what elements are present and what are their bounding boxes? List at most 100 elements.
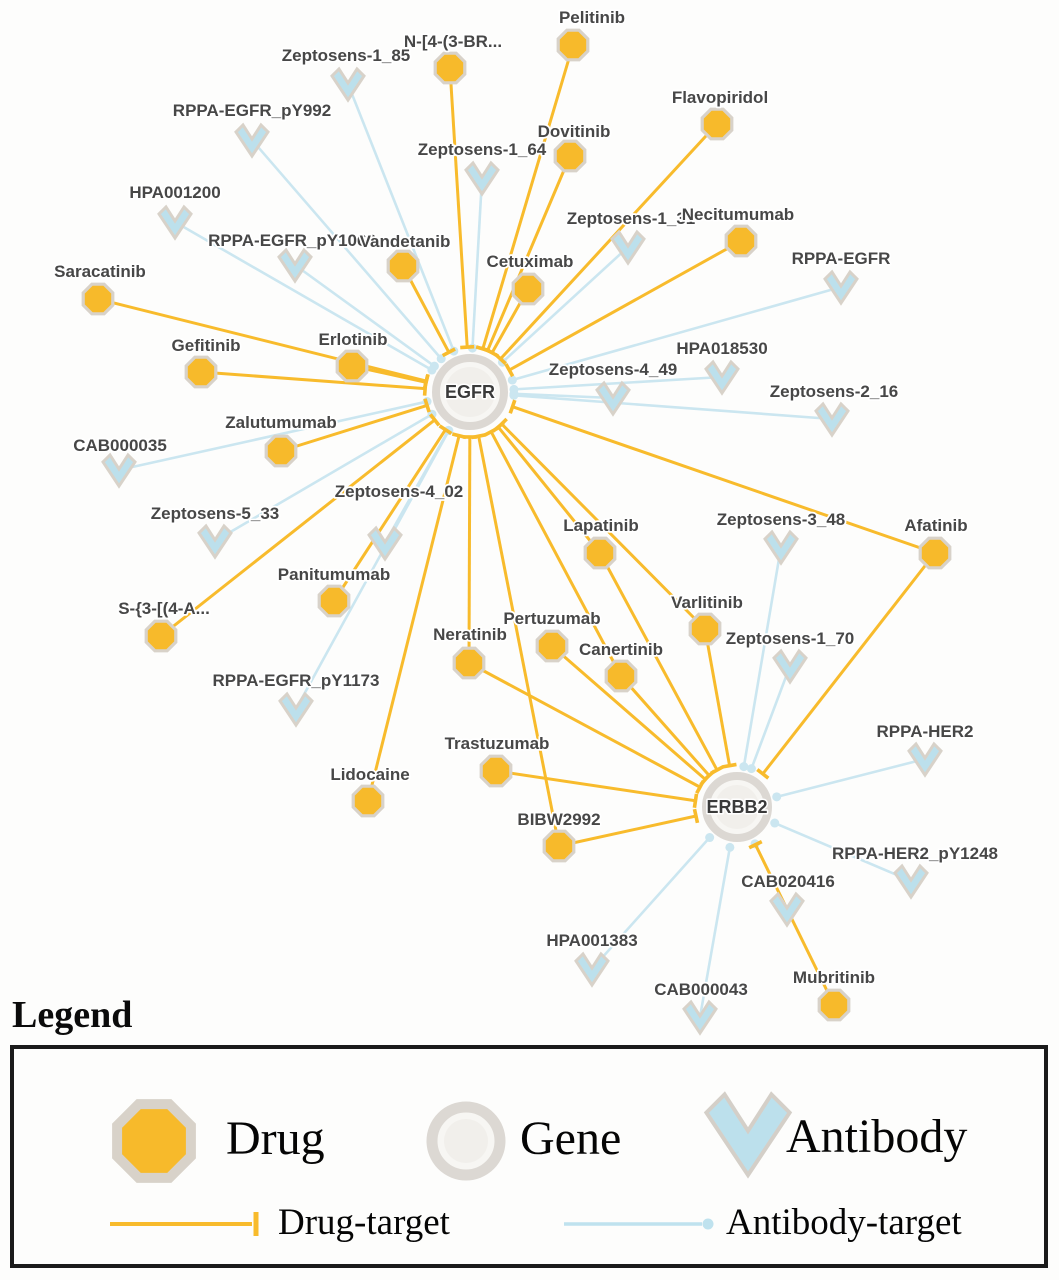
gene-legend-label: Gene — [520, 1112, 622, 1165]
drug-edge-trastuzumab-erbb2 — [495, 769, 699, 808]
drug-edge-s-3-4-a-egfr — [160, 413, 441, 638]
antibody-node-zeptosens-2-16[interactable] — [814, 401, 850, 438]
antibody-node-rppa-egfr-py1173[interactable] — [278, 691, 314, 728]
drug-node-label-panitumumab: Panitumumab — [278, 565, 390, 584]
antibody-node-label-cab020416: CAB020416 — [741, 872, 835, 891]
antibody-node-label-zeptosens-4-02: Zeptosens-4_02 — [335, 482, 464, 501]
drug-node-bibw2992[interactable] — [542, 829, 576, 863]
drug-edge-canertinib-egfr — [484, 426, 623, 677]
antibody-node-cab020416[interactable] — [769, 891, 805, 928]
antibody-node-zeptosens-1-70[interactable] — [772, 648, 808, 685]
drug-node-label-pelitinib: Pelitinib — [559, 8, 625, 27]
antibody-node-label-cab000035: CAB000035 — [73, 436, 167, 455]
drug-node-label-zalutumumab: Zalutumumab — [225, 413, 336, 432]
drug-edge-varlitinib-egfr — [495, 417, 707, 631]
drug-node-cetuximab[interactable] — [511, 272, 545, 306]
drug-node-label-canertinib: Canertinib — [579, 640, 663, 659]
antibody-legend-label: Antibody — [786, 1110, 968, 1163]
drug-node-mubritinib[interactable] — [817, 988, 851, 1022]
drug-node-panitumumab[interactable] — [317, 584, 351, 618]
drug-node-label-bibw2992: BIBW2992 — [517, 810, 600, 829]
gene-circle-icon — [426, 1101, 506, 1181]
antibody-edge-cab000043-erbb2 — [698, 842, 735, 1018]
antibody-node-zeptosens-3-48[interactable] — [763, 529, 799, 566]
drug-node-flavopiridol[interactable] — [700, 107, 734, 141]
drug-node-label-trastuzumab: Trastuzumab — [445, 734, 550, 753]
drug-node-label-pertuzumab: Pertuzumab — [503, 609, 600, 628]
drug-node-pelitinib[interactable] — [556, 28, 590, 62]
antibody-edge-zeptosens-3-48-erbb2 — [739, 546, 783, 772]
antibody-node-label-hpa001200: HPA001200 — [129, 183, 220, 202]
drug-node-afatinib[interactable] — [918, 536, 952, 570]
antibody-node-zeptosens-4-02[interactable] — [367, 525, 403, 562]
drug-node-label-gefitinib: Gefitinib — [172, 336, 241, 355]
antibody-node-rppa-her2[interactable] — [907, 741, 943, 778]
drug-node-lapatinib[interactable] — [583, 536, 617, 570]
drug-edge-bibw2992-erbb2 — [558, 808, 700, 848]
gene-node-erbb2[interactable] — [702, 772, 772, 842]
antibody-target-legend-label: Antibody-target — [726, 1202, 962, 1243]
antibody-node-zeptosens-1-64[interactable] — [464, 160, 500, 197]
antibody-target-edge-icon — [564, 1218, 714, 1230]
antibody-edge-zeptosens-1-64-egfr — [467, 177, 484, 353]
antibody-node-zeptosens-5-33[interactable] — [197, 523, 233, 560]
drug-node-gefitinib[interactable] — [184, 355, 218, 389]
drug-node-s-3-4-a[interactable] — [144, 619, 178, 653]
drug-node-necitumumab[interactable] — [724, 224, 758, 258]
drug-edge-afatinib-erbb2 — [756, 552, 937, 780]
drug-node-erlotinib[interactable] — [335, 349, 369, 383]
antibody-edge-zeptosens-1-70-erbb2 — [746, 665, 792, 774]
drug-node-zalutumumab[interactable] — [264, 434, 298, 468]
drug-node-n-4-3-br[interactable] — [433, 51, 467, 85]
drug-node-neratinib[interactable] — [452, 646, 486, 680]
antibody-node-cab000043[interactable] — [682, 999, 718, 1036]
antibody-node-label-rppa-her2-py1248: RPPA-HER2_pY1248 — [832, 844, 998, 863]
gene-node-label-erbb2: ERBB2 — [706, 797, 767, 817]
antibody-node-label-zeptosens-4-49: Zeptosens-4_49 — [549, 360, 678, 379]
antibody-edge-hpa001383-erbb2 — [591, 833, 715, 970]
drug-edge-mubritinib-erbb2 — [748, 840, 836, 1006]
edges-layer — [97, 44, 937, 1018]
antibody-node-zeptosens-1-31[interactable] — [610, 229, 646, 266]
antibody-node-hpa018530[interactable] — [704, 359, 740, 396]
drug-node-canertinib[interactable] — [604, 659, 638, 693]
antibody-node-zeptosens-1-85[interactable] — [330, 66, 366, 103]
drug-node-varlitinib[interactable] — [688, 612, 722, 646]
antibody-edge-rppa-her2-erbb2 — [772, 757, 926, 802]
antibody-node-label-zeptosens-2-16: Zeptosens-2_16 — [770, 382, 899, 401]
antibody-node-hpa001383[interactable] — [574, 951, 610, 988]
antibody-node-hpa001200[interactable] — [157, 204, 193, 241]
antibody-node-label-rppa-her2: RPPA-HER2 — [877, 722, 974, 741]
antibody-node-rppa-her2-py1248[interactable] — [893, 863, 929, 900]
antibody-node-label-rppa-egfr-py1068: RPPA-EGFR_pY1068 — [208, 231, 376, 250]
drug-node-lidocaine[interactable] — [351, 784, 385, 818]
antibody-node-rppa-egfr-py1068[interactable] — [277, 247, 313, 284]
antibody-node-label-rppa-egfr-py992: RPPA-EGFR_pY992 — [173, 101, 331, 120]
antibody-node-label-zeptosens-3-48: Zeptosens-3_48 — [717, 510, 846, 529]
drug-node-trastuzumab[interactable] — [479, 754, 513, 788]
drug-target-edge-icon — [110, 1212, 259, 1236]
antibody-node-label-rppa-egfr: RPPA-EGFR — [792, 249, 891, 268]
antibody-node-cab000035[interactable] — [101, 452, 137, 489]
drug-node-dovitinib[interactable] — [553, 139, 587, 173]
drug-node-pertuzumab[interactable] — [535, 629, 569, 663]
drug-edge-canertinib-erbb2 — [619, 675, 716, 782]
antibody-node-label-zeptosens-1-70: Zeptosens-1_70 — [726, 629, 855, 648]
antibody-chevron-icon — [703, 1091, 793, 1179]
antibody-node-label-zeptosens-1-64: Zeptosens-1_64 — [418, 140, 547, 159]
drug-node-vandetanib[interactable] — [386, 249, 420, 283]
drug-node-saracatinib[interactable] — [81, 282, 115, 316]
antibody-node-rppa-egfr[interactable] — [823, 269, 859, 306]
gene-node-label-egfr: EGFR — [445, 382, 495, 402]
gene-node-egfr[interactable] — [432, 354, 508, 430]
drug-node-label-lapatinib: Lapatinib — [563, 516, 639, 535]
drug-node-label-mubritinib: Mubritinib — [793, 968, 875, 987]
drug-edge-panitumumab-egfr — [332, 424, 453, 602]
antibody-edge-zeptosens-2-16-egfr — [509, 390, 833, 421]
antibody-node-rppa-egfr-py992[interactable] — [234, 122, 270, 159]
antibody-node-zeptosens-4-49[interactable] — [595, 380, 631, 417]
drug-edge-n-4-3-br-egfr — [448, 67, 475, 350]
drug-node-label-lidocaine: Lidocaine — [330, 765, 409, 784]
antibody-node-label-rppa-egfr-py1173: RPPA-EGFR_pY1173 — [213, 671, 380, 690]
